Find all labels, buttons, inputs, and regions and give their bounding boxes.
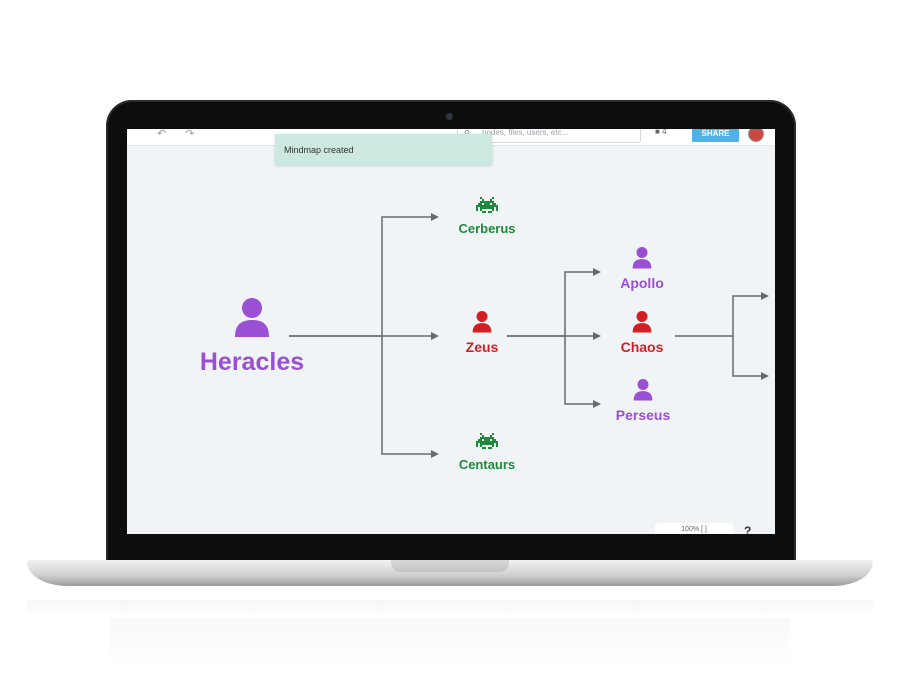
node-centaurs[interactable]: Centaurs [447, 433, 527, 472]
person-icon [633, 379, 653, 401]
node-cerberus[interactable]: Cerberus [447, 197, 527, 236]
camera [446, 113, 453, 120]
node-label: Heracles [199, 348, 305, 376]
mindmap-connectors [289, 213, 769, 458]
laptop-base-notch [391, 560, 509, 572]
laptop-reflection-lower [110, 618, 790, 668]
search-placeholder: nodes, files, users, etc... [482, 129, 569, 137]
person-icon [472, 311, 492, 333]
node-perseus[interactable]: Perseus [603, 378, 683, 423]
node-apollo[interactable]: Apollo [607, 246, 677, 291]
node-label: Cerberus [458, 221, 516, 236]
node-label: Centaurs [458, 457, 516, 472]
connector-heracles-centaurs [381, 336, 439, 458]
mindmap-screen: ↶ ↷ ⚲ nodes, files, users, etc... ■ 4 SH… [127, 129, 775, 534]
views-icon: ■ [655, 129, 660, 136]
help-button[interactable]: ? [744, 524, 752, 534]
node-label: Zeus [465, 339, 499, 355]
zoom-controls[interactable]: 100% [ ] [655, 523, 733, 534]
node-label: Chaos [620, 339, 664, 355]
space-invader-icon [476, 433, 498, 449]
node-zeus[interactable]: Zeus [447, 310, 517, 355]
space-invader-icon [476, 197, 498, 213]
node-heracles[interactable]: Heracles [192, 297, 312, 377]
connector-chaos-up [675, 292, 769, 337]
person-icon [632, 311, 652, 333]
person-icon [235, 298, 269, 337]
connector-zeus-perseus [564, 336, 601, 408]
person-icon [632, 247, 652, 269]
connector-chaos-down [732, 336, 769, 380]
node-chaos[interactable]: Chaos [607, 310, 677, 355]
search-icon: ⚲ [464, 129, 470, 141]
toast-notification: Mindmap created [275, 134, 492, 165]
node-label: Apollo [620, 275, 664, 291]
node-label: Perseus [615, 407, 671, 423]
laptop-reflection [27, 600, 873, 618]
views-count: ■ 4 [655, 129, 667, 136]
share-button[interactable]: SHARE [692, 129, 739, 142]
connector-zeus-apollo [507, 268, 601, 337]
avatar[interactable] [748, 129, 764, 142]
undo-redo-icons[interactable]: ↶ ↷ [157, 129, 203, 140]
